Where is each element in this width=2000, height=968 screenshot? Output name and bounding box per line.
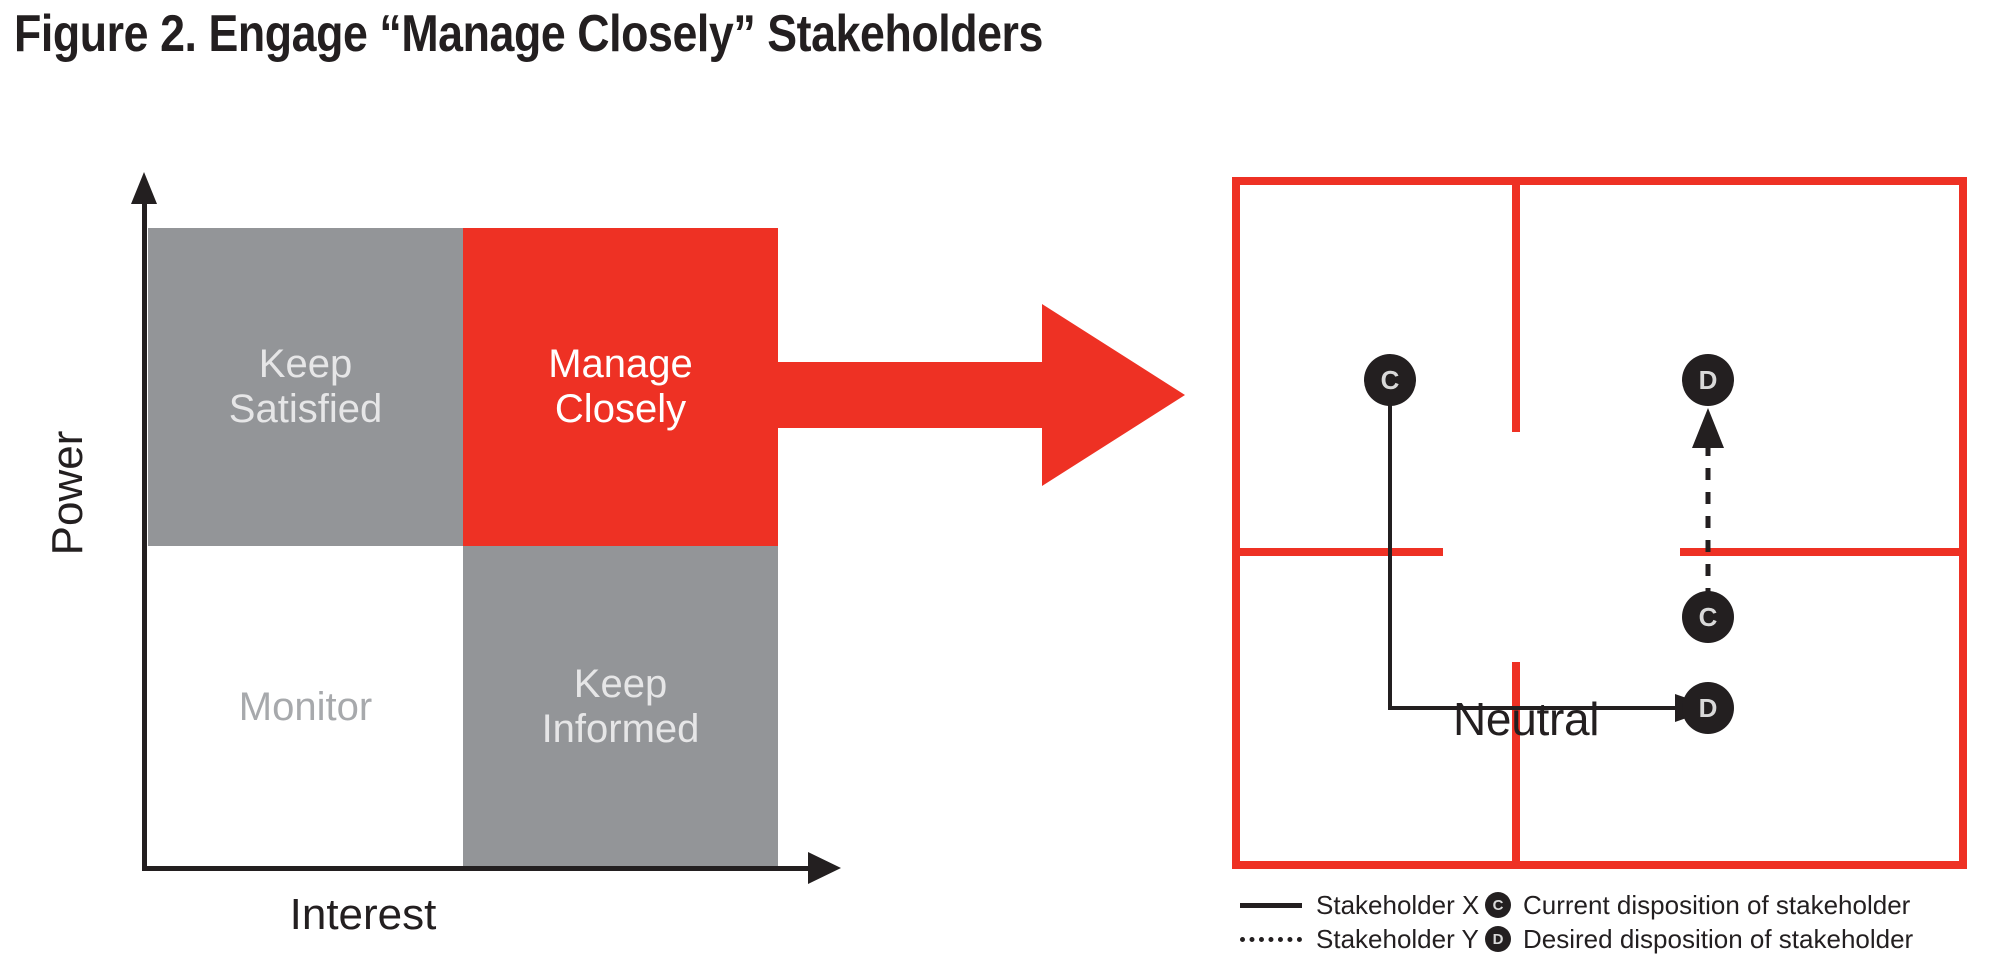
legend-label-current: Current disposition of stakeholder bbox=[1523, 889, 1911, 920]
dotted-line-icon bbox=[1240, 936, 1302, 942]
x-axis-line bbox=[142, 866, 814, 871]
marker-stakeholder-y-current[interactable]: C bbox=[1682, 591, 1734, 643]
stakeholder-x-path bbox=[1388, 385, 1675, 710]
y-axis-label: Power bbox=[43, 430, 92, 556]
svg-text:D: D bbox=[1699, 693, 1718, 723]
x-axis-arrow-icon bbox=[808, 852, 841, 884]
marker-c-icon: C bbox=[1485, 892, 1511, 918]
legend-label-stakeholder-y: Stakeholder Y bbox=[1316, 923, 1479, 954]
neutral-label: Neutral bbox=[1453, 693, 1600, 745]
marker-stakeholder-x-desired[interactable]: D bbox=[1682, 682, 1734, 734]
legend-item-stakeholder-x: Stakeholder X bbox=[1240, 888, 1479, 922]
legend: Stakeholder X Stakeholder Y C Current di… bbox=[1240, 888, 2000, 968]
legend-label-stakeholder-x: Stakeholder X bbox=[1316, 889, 1480, 920]
solid-line-icon bbox=[1240, 902, 1302, 908]
disposition-grid-svg: C D C D bbox=[1232, 177, 1967, 869]
marker-stakeholder-x-current[interactable]: C bbox=[1364, 354, 1416, 406]
svg-text:D: D bbox=[1699, 365, 1718, 395]
figure-title: Figure 2. Engage “Manage Closely” Stakeh… bbox=[14, 5, 1043, 63]
disposition-outer-border bbox=[1232, 177, 1967, 869]
svg-text:C: C bbox=[1699, 602, 1718, 632]
svg-text:C: C bbox=[1381, 365, 1400, 395]
legend-item-stakeholder-y: Stakeholder Y bbox=[1240, 922, 1479, 956]
disposition-grid: C D C D Neutral bbox=[1225, 170, 1985, 960]
legend-label-desired: Desired disposition of stakeholder bbox=[1523, 923, 1914, 954]
y-axis-line bbox=[142, 196, 147, 870]
x-axis-label: Interest bbox=[289, 890, 437, 939]
marker-d-icon: D bbox=[1485, 926, 1511, 952]
stakeholder-y-arrowhead-icon bbox=[1692, 408, 1724, 448]
transition-arrow-icon bbox=[740, 304, 1185, 486]
marker-stakeholder-y-desired[interactable]: D bbox=[1682, 354, 1734, 406]
quadrant-label-monitor: Monitor bbox=[238, 684, 373, 729]
legend-item-current: C Current disposition of stakeholder bbox=[1485, 888, 1910, 922]
transition-arrow bbox=[740, 290, 1200, 500]
legend-item-desired: D Desired disposition of stakeholder bbox=[1485, 922, 1913, 956]
quadrant-monitor[interactable]: Monitor bbox=[148, 546, 463, 868]
y-axis-arrow-icon bbox=[131, 172, 157, 204]
